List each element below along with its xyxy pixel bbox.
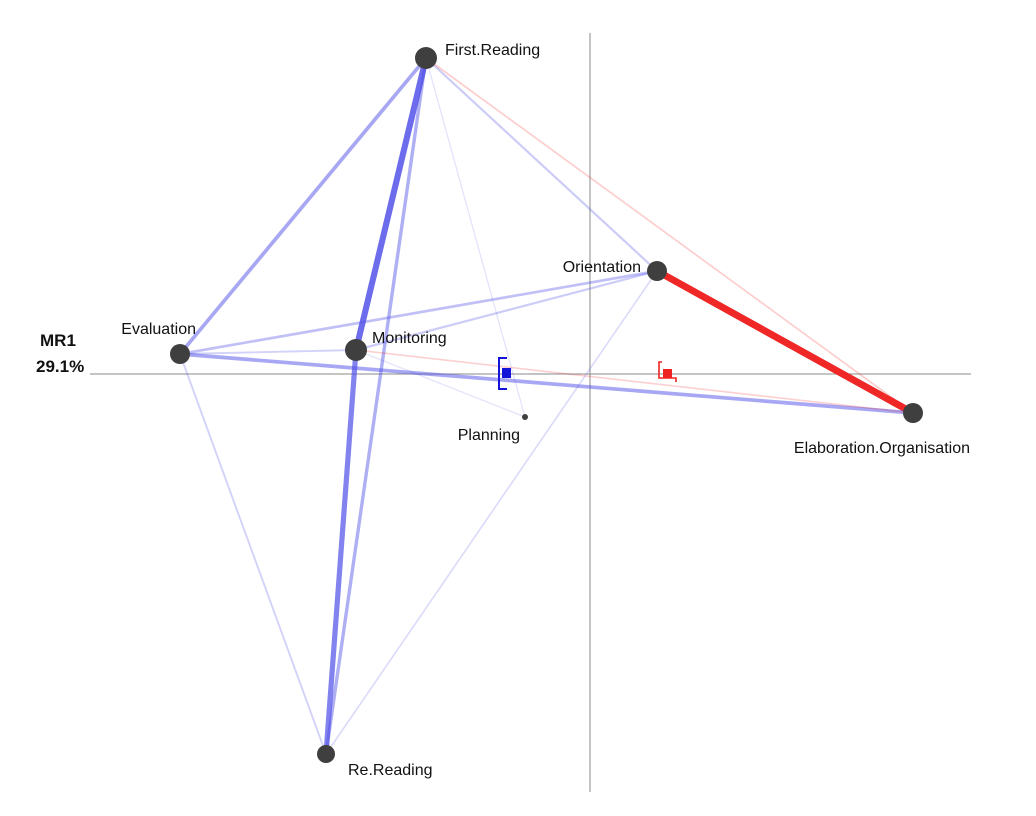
node-label-orientation: Orientation [563,259,641,276]
edge-orientation-re-reading [325,270,658,755]
axis-name-label: MR1 [40,331,76,350]
centroids-layer [498,357,677,390]
edge-first-reading-evaluation [178,56,428,356]
node-evaluation: Evaluation [121,321,196,364]
edge-first-reading-elaboration [425,57,914,414]
centroid-negative [658,361,677,382]
nodes-layer: First.ReadingOrientationEvaluationMonito… [121,42,970,779]
node-label-evaluation: Evaluation [121,321,196,338]
edge-monitoring-planning [355,349,526,418]
axis-variance-label: 29.1% [36,357,84,376]
node-elaboration: Elaboration.Organisation [794,403,970,457]
node-planning: Planning [458,414,528,444]
node-label-first-reading: First.Reading [445,42,540,59]
node-marker [522,414,528,420]
edge-first-reading-planning [425,57,526,418]
node-re-reading: Re.Reading [317,745,433,779]
centroid-positive [498,357,511,390]
edge-monitoring-elaboration [355,349,914,414]
edge-evaluation-elaboration [178,352,915,415]
node-marker [345,339,367,361]
edge-evaluation-re-reading [179,353,327,755]
node-monitoring: Monitoring [345,330,447,361]
node-label-re-reading: Re.Reading [348,762,433,779]
node-label-elaboration: Elaboration.Organisation [794,440,970,457]
edge-orientation-elaboration [653,267,917,417]
node-label-planning: Planning [458,427,520,444]
edge-first-reading-orientation [424,56,659,273]
edges-layer [178,54,917,757]
node-marker [647,261,667,281]
node-first-reading: First.Reading [415,42,540,69]
node-marker [415,47,437,69]
edge-orientation-evaluation [178,269,659,356]
node-marker [903,403,923,423]
edge-first-reading-re-reading [324,56,428,756]
node-marker [170,344,190,364]
edge-first-reading-monitoring [352,54,430,354]
node-orientation: Orientation [563,259,667,281]
edge-monitoring-re-reading [323,347,359,757]
edge-orientation-monitoring [354,269,659,352]
edge-evaluation-monitoring [179,349,357,355]
node-label-monitoring: Monitoring [372,330,447,347]
node-marker [317,745,335,763]
